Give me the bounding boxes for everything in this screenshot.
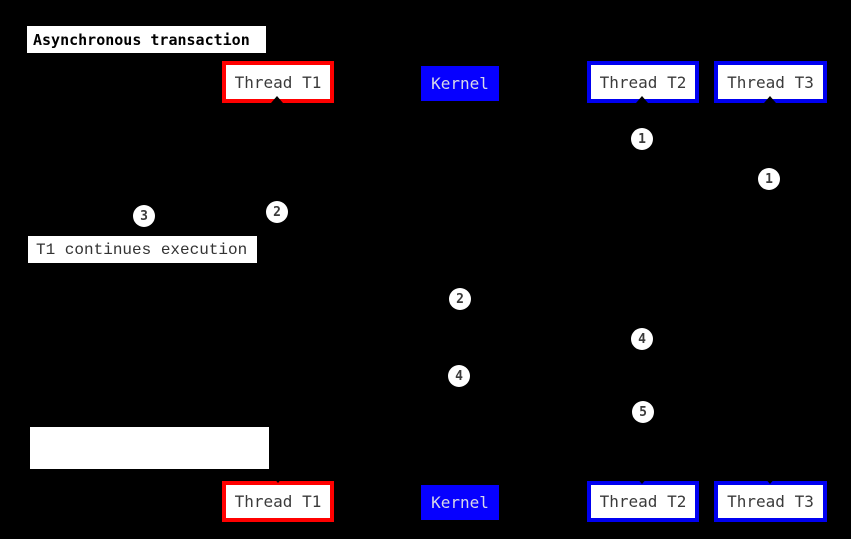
step-marker: 1 (631, 128, 653, 150)
lifeline-bottom-thread-t1: Thread T1 (222, 481, 334, 522)
lifeline-bottom-kernel: Kernel (421, 485, 499, 520)
step-marker: 5 (632, 401, 654, 423)
arrowhead-up-icon (636, 96, 648, 103)
lifeline-label: Thread T3 (727, 72, 814, 92)
step-marker: 4 (448, 365, 470, 387)
step-marker: 2 (449, 288, 471, 310)
arrowhead-down-icon (272, 476, 284, 483)
step-marker: 3 (133, 205, 155, 227)
arrowhead-down-icon (764, 477, 776, 484)
lifeline-label: Kernel (431, 493, 489, 512)
arrowhead-up-icon (764, 96, 776, 103)
note-t1-continues: T1 continues execution (28, 236, 257, 263)
note-empty-box (30, 427, 269, 469)
lifeline-label: Thread T3 (727, 492, 814, 511)
step-marker: 1 (758, 168, 780, 190)
diagram-title: Asynchronous transaction (27, 26, 266, 53)
step-marker: 4 (631, 328, 653, 350)
lifeline-bottom-thread-t3: Thread T3 (714, 481, 827, 522)
lifeline-label: Thread T1 (234, 72, 322, 92)
arrowhead-down-icon (636, 477, 648, 484)
lifeline-bottom-thread-t2: Thread T2 (587, 481, 699, 522)
step-marker: 2 (266, 201, 288, 223)
lifeline-top-kernel: Kernel (421, 66, 499, 101)
lifeline-label: Thread T1 (234, 492, 322, 511)
lifeline-label: Thread T2 (599, 72, 687, 92)
lifeline-label: Thread T2 (599, 492, 687, 511)
lifeline-label: Kernel (431, 74, 489, 93)
arrowhead-up-icon (271, 96, 283, 103)
